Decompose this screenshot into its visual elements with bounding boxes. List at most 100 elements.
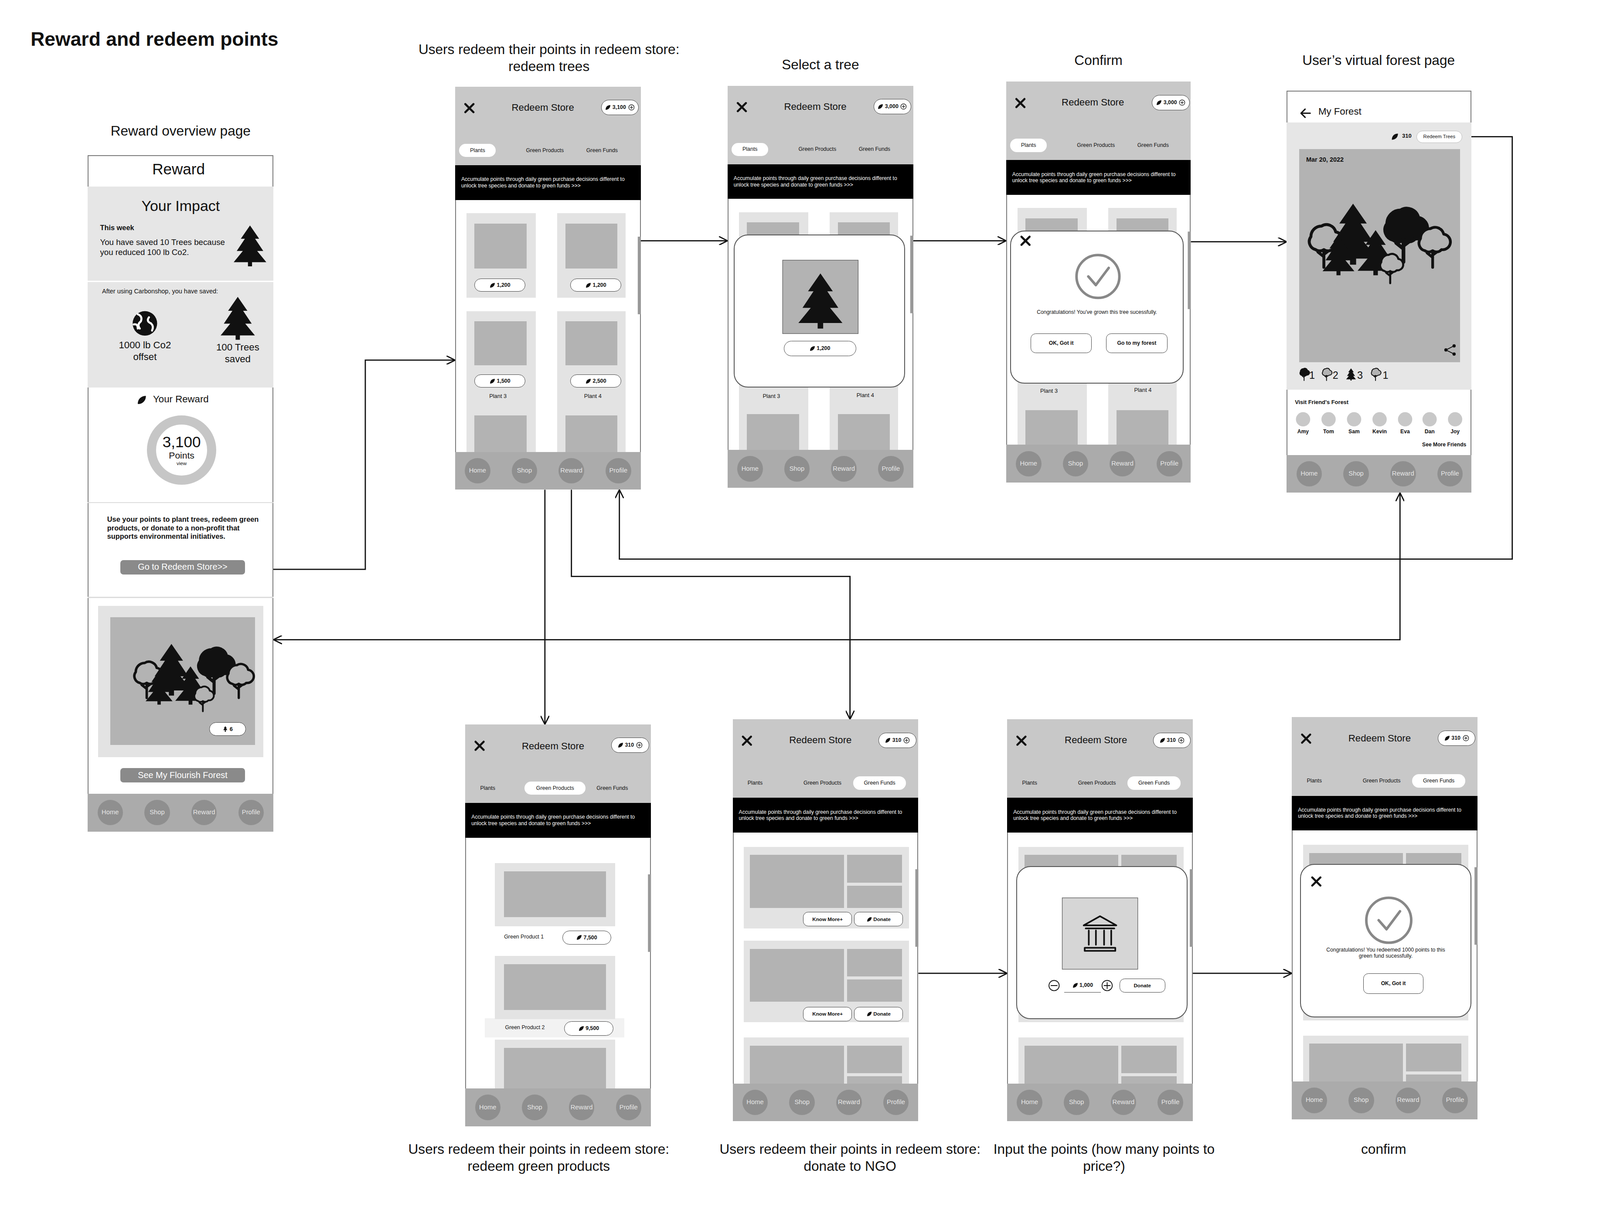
button-text: Donate <box>873 916 891 923</box>
nav-button: Home <box>475 1094 501 1121</box>
nav-button-text: Reward <box>570 1103 593 1112</box>
nav-button: Profile <box>238 800 265 826</box>
image-placeholder <box>474 415 527 457</box>
modal-dialog <box>733 234 906 388</box>
round-tree <box>1324 375 1328 381</box>
screen-label: Your Reward <box>153 393 209 406</box>
nav-button-text: Shop <box>1068 459 1083 468</box>
tab-button-text: Plants <box>480 785 496 792</box>
tab-button: Plants <box>469 781 507 795</box>
round-tree <box>134 661 163 685</box>
nav-button-text: Shop <box>1068 1098 1084 1107</box>
nav-button-text: Reward <box>1397 1096 1420 1105</box>
round-tree <box>141 681 151 698</box>
tab-button: Green Funds <box>847 142 902 157</box>
nav-button-text: Shop <box>789 465 805 474</box>
points-pill-text: 310 <box>624 742 634 749</box>
info-banner: Accumulate points through daily green pu… <box>455 165 641 201</box>
points-pill-text: 2,500 <box>592 377 607 385</box>
pine-tree <box>798 273 843 329</box>
scroll-bar <box>1474 867 1478 945</box>
screen-caption: confirm <box>1281 1140 1486 1158</box>
avatar <box>1372 412 1387 427</box>
screen-label: Plant 3 <box>762 392 780 400</box>
nav-button: Reward <box>1395 1087 1422 1114</box>
info-banner: Accumulate points through daily green pu… <box>727 164 914 200</box>
tab-button-text: Green Funds <box>1422 777 1455 785</box>
round-tree <box>1385 270 1394 284</box>
screen-label: Amy <box>1297 428 1309 436</box>
forest-image-text: Mar 20, 2022 <box>1306 156 1344 164</box>
avatar <box>1321 412 1336 427</box>
points-pill: 1,500 <box>474 374 526 388</box>
leaf-icon <box>585 282 592 289</box>
round-tree <box>1385 208 1427 242</box>
screen-label: Redeem Store <box>1348 732 1411 745</box>
avatar <box>1347 412 1362 427</box>
phone-screen: Users redeem their points in redeem stor… <box>732 719 919 1122</box>
screen-label: 1 <box>1309 369 1315 382</box>
points-pill-text: 310 <box>1166 737 1176 744</box>
tab-button: Plants <box>736 776 774 790</box>
tab-button-text: Green Products <box>803 779 842 787</box>
input-field-text: 1,000 <box>1079 982 1093 989</box>
image-placeholder <box>1405 1043 1461 1072</box>
leaf-icon <box>1072 982 1079 989</box>
image-placeholder <box>847 949 903 977</box>
tab-button-text: Plants <box>1306 777 1322 785</box>
image-placeholder <box>847 854 903 883</box>
tab-button: Plants <box>1011 776 1048 790</box>
image-placeholder <box>749 854 844 909</box>
points-pill: 1,200 <box>474 278 526 292</box>
points-pill: 310 <box>611 737 650 753</box>
round-tree <box>234 683 243 698</box>
action-button: See My Flourish Forest <box>120 768 246 783</box>
nav-button-text: Reward <box>1112 1098 1135 1107</box>
nav-button-text: Reward <box>832 465 855 474</box>
nav-button-text: Reward <box>560 466 583 475</box>
nav-button-text: Profile <box>1160 459 1179 468</box>
screen-label: Plant 4 <box>584 392 602 400</box>
points-pill-text: 3,100 <box>612 104 627 111</box>
screen-label: Sam <box>1348 428 1360 436</box>
nav-button: Reward <box>1110 1089 1137 1116</box>
modal-dialog-text: Congratulations! You redeemed 1000 point… <box>1322 946 1449 960</box>
tab-button-text: Green Funds <box>586 147 618 154</box>
screen-label: You have saved 10 Trees because you redu… <box>99 237 233 258</box>
button-text: Donate <box>1133 982 1151 989</box>
round-tree <box>1300 368 1310 376</box>
screen-label: Green Product 1 <box>503 933 544 941</box>
nav-button-text: Home <box>741 465 759 474</box>
screen-label: Plant 3 <box>1040 387 1058 395</box>
screen-label: Redeem Store <box>521 740 585 753</box>
screen-label: Redeem Store <box>783 101 847 113</box>
nav-button-text: Home <box>1020 459 1038 468</box>
points-pill-text: Redeem Trees <box>1423 133 1456 140</box>
scroll-bar <box>915 869 919 947</box>
round-tree <box>1380 253 1404 273</box>
round-tree <box>1395 238 1410 263</box>
screen-label: 3 <box>1357 369 1363 382</box>
points-pill: 1,200 <box>783 340 857 357</box>
tab-button: Green Products <box>791 776 853 790</box>
nav-button: Home <box>464 458 491 484</box>
plus-icon <box>1103 982 1110 989</box>
round-tree <box>207 673 220 694</box>
avatar <box>1422 412 1437 427</box>
tab-button: Green Funds <box>1127 776 1181 790</box>
nav-button-text: Profile <box>619 1103 638 1112</box>
image-placeholder <box>749 949 844 1003</box>
nav-button: Shop <box>1348 1087 1375 1114</box>
nav-button-text: Profile <box>886 1098 906 1107</box>
image-placeholder <box>847 979 903 1002</box>
button-text: Know More+ <box>812 1011 843 1018</box>
screen-label: Visit Friend's Forest <box>1294 398 1349 406</box>
button: Go to my forest <box>1106 333 1168 353</box>
tab-button-text: Green Products <box>1078 779 1117 787</box>
nav-button: Profile <box>883 1089 909 1116</box>
info-banner: Accumulate points through daily green pu… <box>732 797 919 833</box>
pine-tree <box>1322 235 1355 276</box>
button-text: Go to my forest <box>1116 340 1157 347</box>
scroll-bar <box>647 874 651 953</box>
button: Donate <box>854 912 903 927</box>
